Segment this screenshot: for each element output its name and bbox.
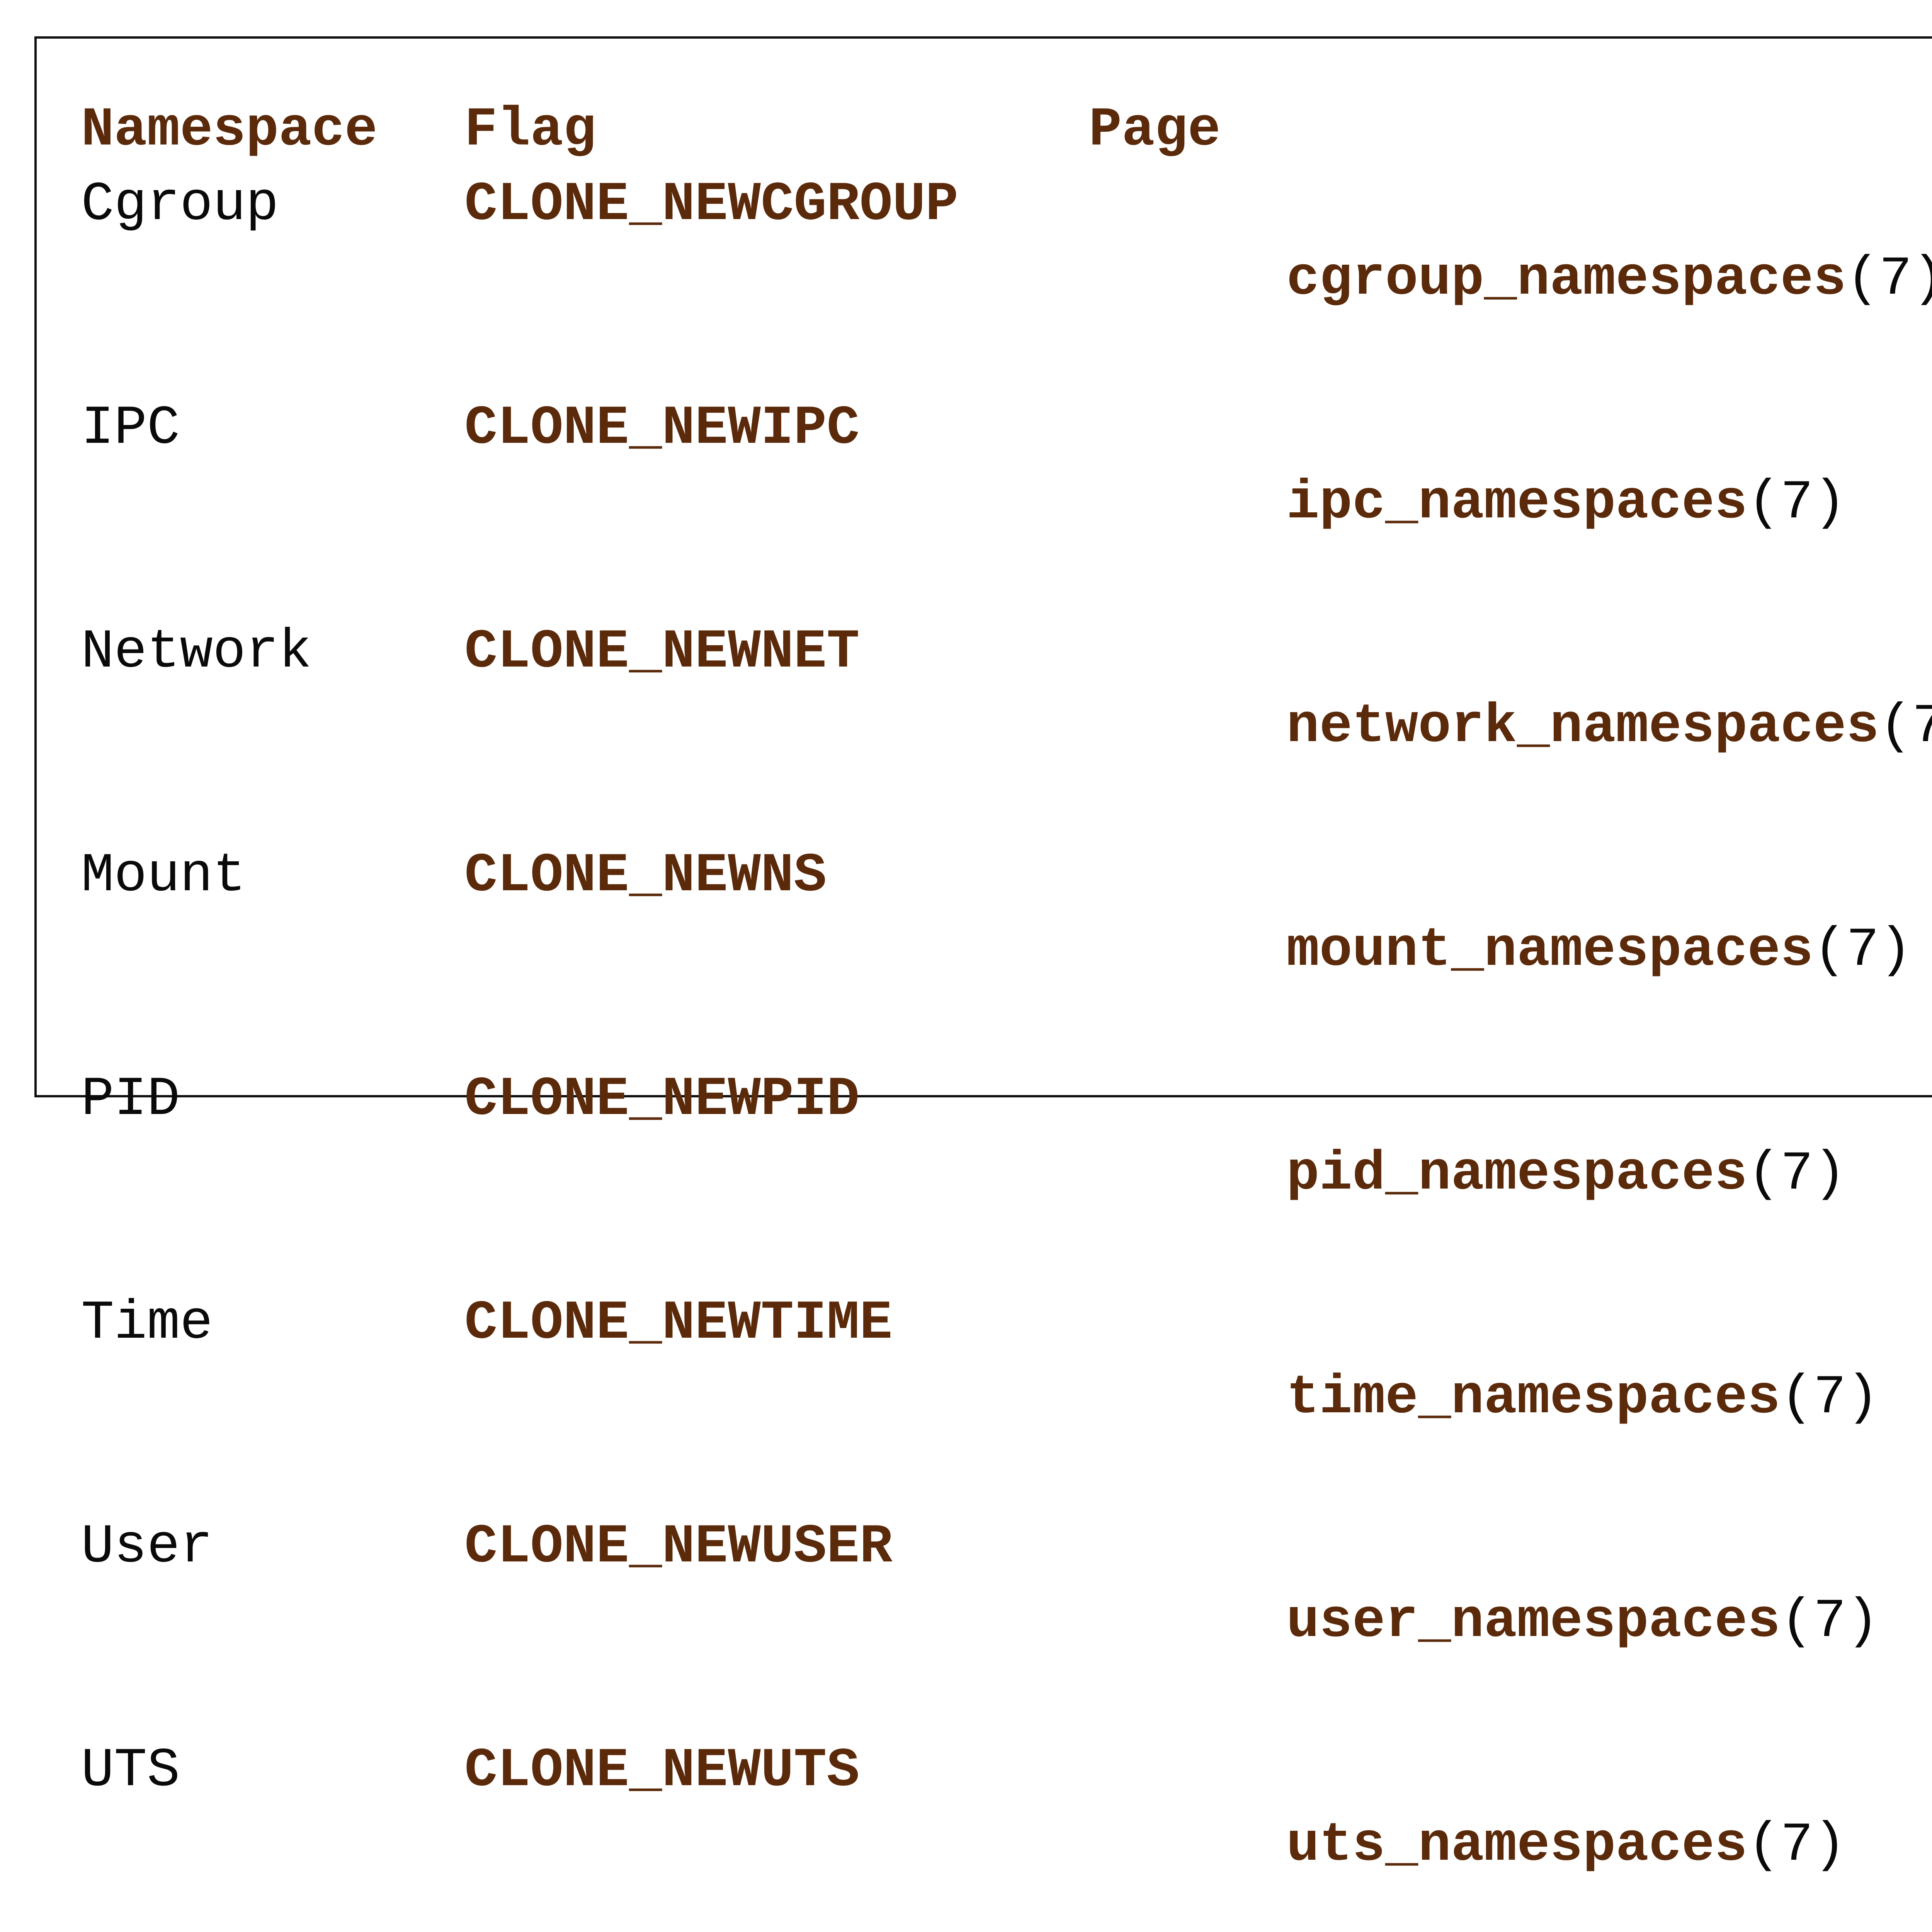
flag-cell: CLONE_NEWUSER: [464, 1516, 893, 1578]
namespace-cell: IPC: [81, 397, 180, 459]
flag-cell: CLONE_NEWTIME: [464, 1292, 893, 1354]
table-rows: Cgroup CLONE_NEWCGROUP cgroup_namespaces…: [81, 167, 1932, 1932]
flag-cell: CLONE_NEWIPC: [464, 397, 860, 459]
page-link[interactable]: ipc_namespaces: [1286, 472, 1748, 534]
namespace-cell: UTS: [81, 1740, 180, 1802]
column-header-page: Page: [1089, 99, 1221, 161]
table-row: Time CLONE_NEWTIME time_namespaces(7) Bo…: [81, 1286, 1932, 1510]
page-link[interactable]: user_namespaces: [1286, 1590, 1781, 1653]
page-section: (7): [1846, 248, 1932, 310]
page-section: (7): [1747, 1143, 1846, 1205]
flag-cell: CLONE_NEWNET: [464, 621, 860, 683]
table-header-row: Namespace Flag Page Isolates: [81, 93, 1932, 167]
flag-cell: CLONE_NEWPID: [464, 1068, 860, 1131]
page-link[interactable]: pid_namespaces: [1286, 1143, 1748, 1205]
table-row: User CLONE_NEWUSER user_namespaces(7) Us…: [81, 1510, 1932, 1733]
namespace-cell: Network: [81, 621, 312, 683]
table-row: IPC CLONE_NEWIPC ipc_namespaces(7) Syste…: [81, 391, 1932, 615]
page-section: (7): [1747, 472, 1846, 534]
page-section: (7): [1747, 1814, 1846, 1876]
column-header-namespace: Namespace: [81, 99, 378, 161]
flag-cell: CLONE_NEWNS: [464, 845, 827, 907]
page-section: (7): [1780, 1367, 1879, 1429]
page-link[interactable]: mount_namespaces: [1286, 919, 1813, 981]
namespace-cell: Time: [81, 1292, 213, 1354]
table-row: Cgroup CLONE_NEWCGROUP cgroup_namespaces…: [81, 167, 1932, 391]
flag-cell: CLONE_NEWUTS: [464, 1740, 860, 1802]
page-section: (7): [1813, 919, 1912, 981]
page-section: (7): [1780, 1590, 1879, 1653]
namespace-cell: User: [81, 1516, 213, 1578]
flag-cell: CLONE_NEWCGROUP: [464, 173, 959, 236]
namespace-cell: Cgroup: [81, 173, 279, 236]
table-row: Mount CLONE_NEWNS mount_namespaces(7) Mo…: [81, 838, 1932, 1062]
namespace-cell: PID: [81, 1068, 180, 1131]
column-header-flag: Flag: [464, 99, 596, 161]
page-section: (7): [1879, 696, 1932, 758]
namespace-cell: Mount: [81, 845, 246, 907]
namespaces-table: Namespace Flag Page Isolates Cgroup CLON…: [34, 36, 1932, 1876]
page-link[interactable]: network_namespaces: [1286, 696, 1879, 758]
table-row: UTS CLONE_NEWUTS uts_namespaces(7) Hostn…: [81, 1733, 1932, 1932]
table-row: Network CLONE_NEWNET network_namespaces(…: [81, 615, 1932, 838]
table-row: PID CLONE_NEWPID pid_namespaces(7) Proce…: [81, 1062, 1932, 1286]
page-link[interactable]: time_namespaces: [1286, 1367, 1781, 1429]
page-link[interactable]: uts_namespaces: [1286, 1814, 1748, 1876]
page-link[interactable]: cgroup_namespaces: [1286, 248, 1846, 310]
